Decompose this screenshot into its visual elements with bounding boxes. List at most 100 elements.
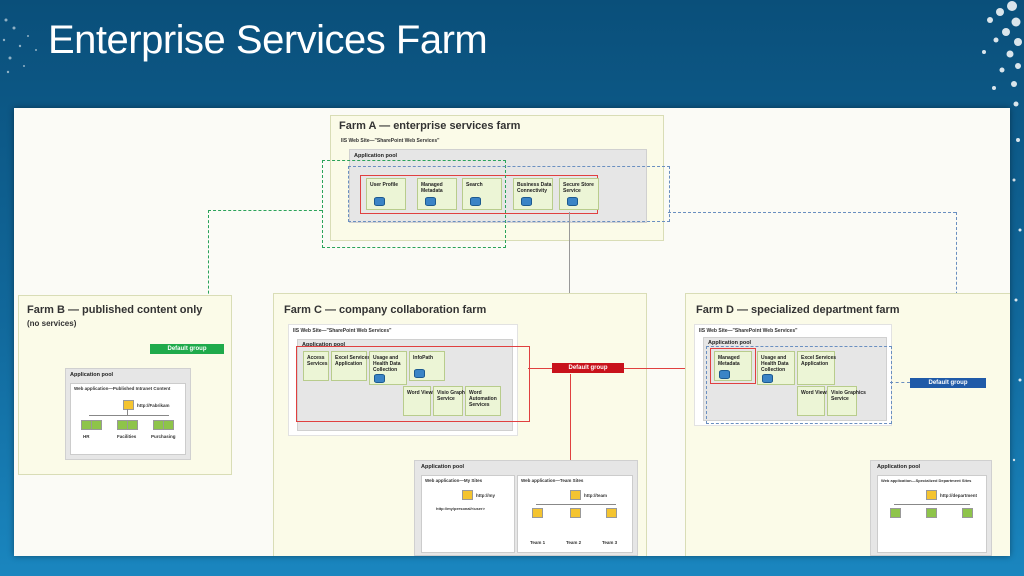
farm-c-service-word-viewing: Word Viewing bbox=[403, 386, 440, 416]
farm-d-service-usage: Usage and Health Data Collection bbox=[757, 351, 795, 385]
farm-d-default-group: Default group bbox=[910, 378, 986, 388]
farm-a-title: Farm A — enterprise services farm bbox=[339, 120, 521, 132]
farm-d-red-connector bbox=[624, 368, 712, 369]
tree-connector bbox=[536, 504, 616, 505]
farm-c-team-1: Team 1 bbox=[530, 540, 546, 545]
tree-connector bbox=[894, 504, 970, 505]
site-icon bbox=[127, 420, 138, 430]
farm-d-pool2-label: Application pool bbox=[877, 464, 921, 470]
farm-c-default-group: Default group bbox=[552, 363, 624, 373]
site-icon bbox=[570, 508, 581, 518]
farm-c-services-group bbox=[296, 346, 530, 422]
farm-c-team-3: Team 3 bbox=[602, 540, 618, 545]
farm-b-pool-label: Application pool bbox=[70, 372, 114, 378]
database-icon bbox=[567, 197, 578, 206]
farm-d-app-pool-2: Application pool Web application—Special… bbox=[870, 460, 992, 556]
farm-b-webapp-label: Web application—Published Intranet Conte… bbox=[74, 386, 171, 391]
farm-c-webapp-team: Web application—Team Sites http://team T… bbox=[517, 475, 633, 553]
root-site-icon bbox=[570, 490, 581, 500]
slide-title: Enterprise Services Farm bbox=[48, 18, 488, 62]
site-icon bbox=[532, 508, 543, 518]
diagram-canvas: Farm A — enterprise services farm IIS We… bbox=[14, 108, 1010, 556]
farm-d-url: http://department bbox=[940, 493, 977, 498]
site-icon bbox=[890, 508, 901, 518]
decorative-dots-left bbox=[2, 18, 37, 74]
farm-b-site-purchasing: Purchasing bbox=[151, 434, 176, 439]
database-icon bbox=[414, 369, 425, 378]
tree-connector bbox=[127, 409, 128, 415]
farm-a-service-user-profile: User Profile bbox=[366, 178, 406, 210]
site-icon bbox=[91, 420, 102, 430]
root-site-icon bbox=[462, 490, 473, 500]
farm-c-url-personal: http://my/personal/<user> bbox=[436, 506, 485, 511]
farm-c-connector-v bbox=[569, 212, 570, 368]
farm-b-webapp: Web application—Published Intranet Conte… bbox=[70, 383, 186, 455]
farm-c-service-excel: Excel Services Application bbox=[331, 351, 370, 381]
farm-c-pool2-connector bbox=[570, 374, 571, 460]
farm-c-webapp-team-label: Web application—Team Sites bbox=[521, 478, 584, 483]
site-icon bbox=[606, 508, 617, 518]
farm-c-url-team: http://team bbox=[584, 493, 607, 498]
site-icon bbox=[962, 508, 973, 518]
database-icon bbox=[470, 197, 481, 206]
farm-c-service-usage: Usage and Health Data Collection bbox=[369, 351, 407, 385]
database-icon bbox=[521, 197, 532, 206]
farm-a-service-secure-store: Secure Store Service bbox=[559, 178, 599, 210]
farm-c-url-my: http://my bbox=[476, 493, 495, 498]
farm-d-service-word-viewing: Word Viewing bbox=[797, 386, 834, 416]
farm-b-service-connection-box bbox=[322, 160, 506, 248]
site-icon bbox=[163, 420, 174, 430]
farm-a-pool-label: Application pool bbox=[354, 153, 398, 159]
farm-b-site-hr: HR bbox=[83, 434, 90, 439]
farm-d-service-visio: Visio Graphics Service bbox=[827, 386, 866, 416]
farm-d-title: Farm D — specialized department farm bbox=[696, 304, 900, 316]
database-icon bbox=[374, 197, 385, 206]
root-site-icon bbox=[123, 400, 134, 410]
farm-c-webapp-my-label: Web application—My Sites bbox=[425, 478, 483, 483]
farm-b-title: Farm B — published content only (no serv… bbox=[27, 304, 203, 328]
farm-d-iis-label: IIS Web Site—"SharePoint Web Services" bbox=[699, 328, 798, 334]
farm-d-service-managed-metadata: Managed Metadata bbox=[714, 351, 752, 381]
farm-d-webapp: Web application—Specialized Department S… bbox=[877, 475, 987, 553]
farm-d-group-connector bbox=[890, 382, 910, 383]
farm-c-pool-label: Application pool bbox=[302, 342, 346, 348]
farm-d-managed-metadata-group bbox=[710, 348, 756, 384]
decorative-dots-right bbox=[982, 1, 1022, 462]
farm-a-iis-label: IIS Web Site—"SharePoint Web Services" bbox=[341, 138, 440, 144]
farm-b-default-group: Default group bbox=[150, 344, 224, 354]
farm-d-service-excel: Excel Services Application bbox=[797, 351, 836, 385]
database-icon bbox=[719, 370, 730, 379]
root-site-icon bbox=[926, 490, 937, 500]
farm-b-connector-v bbox=[208, 210, 209, 344]
farm-a-service-managed-metadata: Managed Metadata bbox=[417, 178, 457, 210]
farm-b-site-facilities: Facilities bbox=[117, 434, 137, 439]
farm-c-title: Farm C — company collaboration farm bbox=[284, 304, 487, 316]
tree-connector bbox=[89, 415, 169, 416]
farm-c-pool2-label: Application pool bbox=[421, 464, 465, 470]
farm-b-url: http://Fabrikam bbox=[137, 403, 170, 408]
farm-c-app-pool-2: Application pool Web application—My Site… bbox=[414, 460, 638, 556]
farm-c-service-visio: Visio Graphics Service bbox=[433, 386, 472, 416]
farm-d-webapp-label: Web application—Specialized Department S… bbox=[881, 478, 972, 483]
farm-c-service-infopath: InfoPath bbox=[409, 351, 445, 381]
farm-c-group-connector bbox=[528, 368, 552, 369]
farm-c-webapp-my: Web application—My Sites http://my http:… bbox=[421, 475, 515, 553]
farm-c-service-word-automation: Word Automation Services bbox=[465, 386, 501, 416]
site-icon bbox=[926, 508, 937, 518]
farm-a-service-search: Search bbox=[462, 178, 502, 210]
farm-d-service-connection-box bbox=[348, 166, 670, 222]
database-icon bbox=[374, 374, 385, 383]
farm-c-iis-label: IIS Web Site—"SharePoint Web Services" bbox=[293, 328, 392, 334]
database-icon bbox=[762, 374, 773, 383]
farm-b: Farm B — published content only (no serv… bbox=[18, 295, 232, 475]
farm-b-connector-h bbox=[208, 210, 322, 211]
farm-b-subtitle: (no services) bbox=[27, 319, 77, 328]
farm-d-connector-h bbox=[668, 212, 956, 213]
database-icon bbox=[425, 197, 436, 206]
farm-d-services-group bbox=[706, 346, 892, 424]
farm-d-pool-label: Application pool bbox=[708, 340, 752, 346]
farm-b-app-pool: Application pool Web application—Publish… bbox=[65, 368, 191, 460]
farm-c-team-2: Team 2 bbox=[566, 540, 582, 545]
farm-a-service-bdc: Business Data Connectivity bbox=[513, 178, 553, 210]
farm-c-service-access: Access Services bbox=[303, 351, 329, 381]
